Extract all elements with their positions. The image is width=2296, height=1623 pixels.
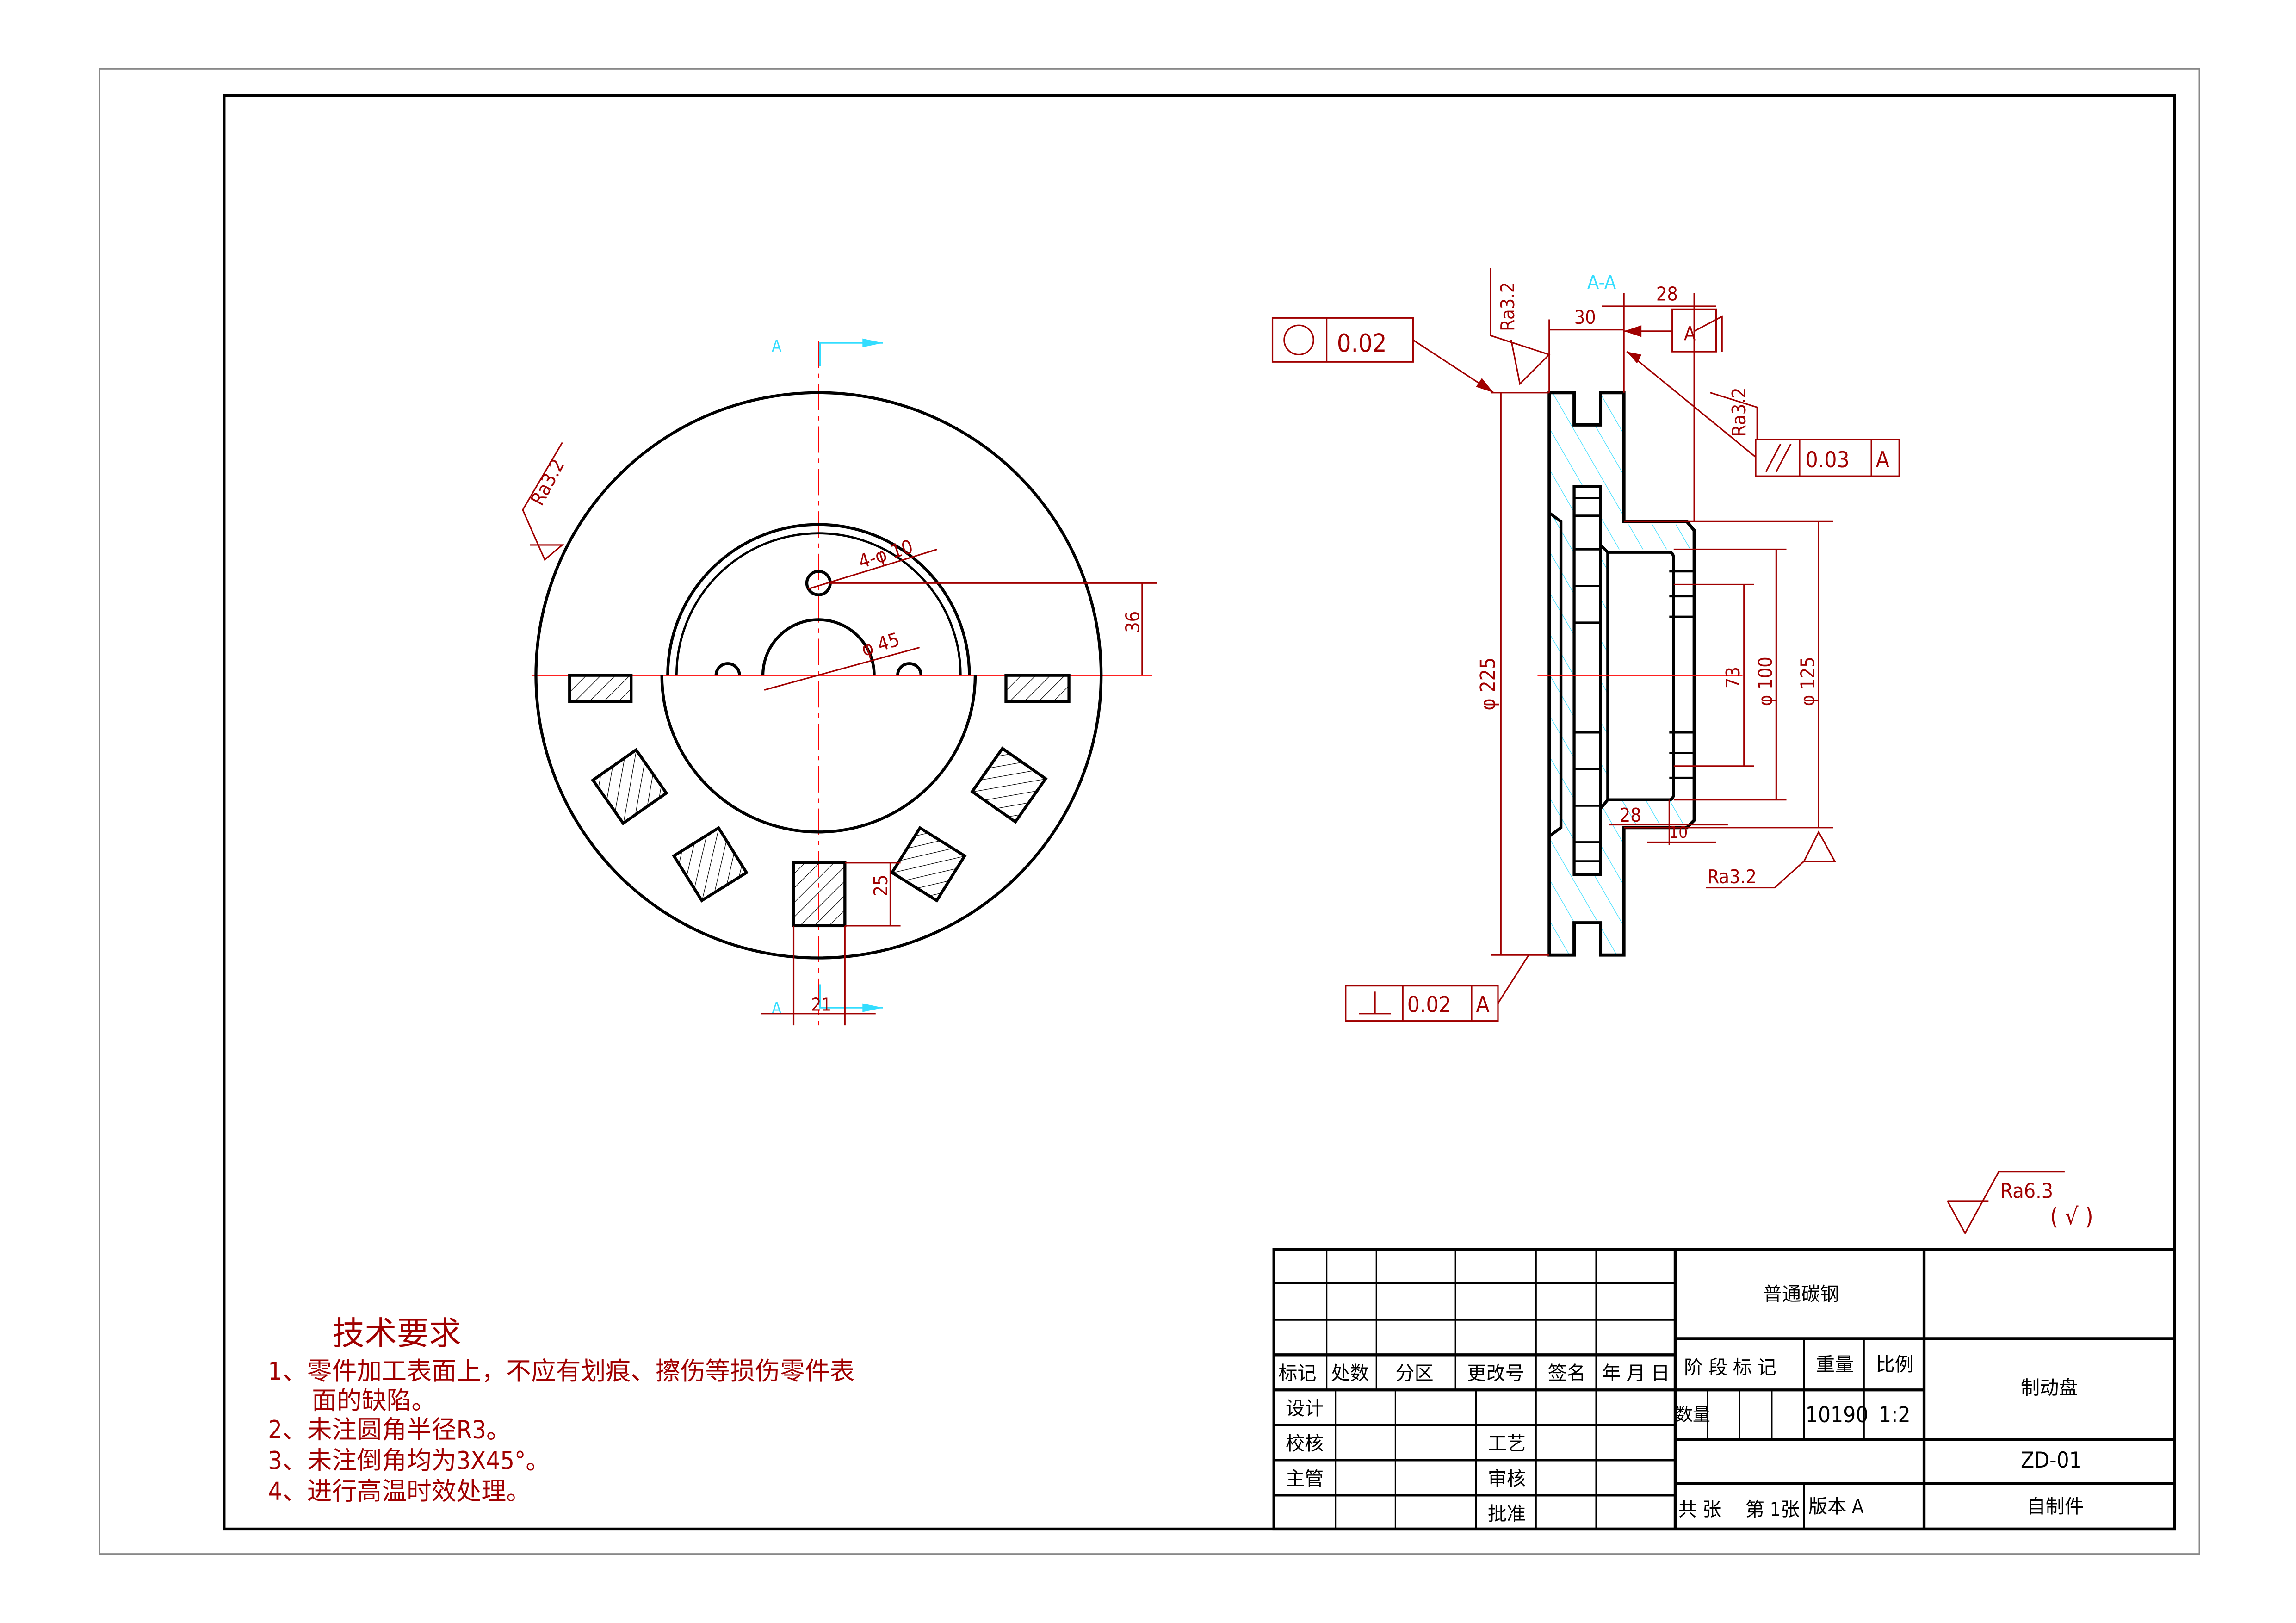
vent-slot [890, 826, 967, 903]
general-roughness-value: Ra6.3 [2000, 1180, 2053, 1203]
parallelism-tolerance: 0.03 A [1626, 351, 1900, 477]
roughness-bottom: Ra3.2 [1708, 866, 1757, 888]
datum-label: A [1684, 322, 1696, 345]
tech-requirements: 技术要求 1、零件加工表面上，不应有划痕、擦伤等损伤零件表 面的缺陷。 2、未注… [268, 1315, 854, 1506]
general-roughness-rest: ( √ ) [2050, 1203, 2093, 1230]
roughness-hub: Ra3.2 [1728, 387, 1750, 436]
dim-center-bore: φ 45 [859, 628, 902, 661]
scale-value: 1:2 [1879, 1402, 1911, 1428]
tech-item-1: 1、零件加工表面上，不应有划痕、擦伤等损伤零件表 [268, 1357, 854, 1386]
perpendicularity-datum: A [1476, 992, 1490, 1018]
dim-d100: φ 100 [1754, 657, 1776, 706]
part-name: 制动盘 [2021, 1377, 2078, 1399]
section-view: A-A φ 225 φ 125 [1271, 268, 1900, 1022]
front-view: A A 36 25 21 4-φ 10 φ 45 Ra3.2 [522, 337, 1157, 1026]
circularity-tolerance: 0.02 [1271, 317, 1494, 394]
dim-width: 30 [1574, 306, 1596, 328]
header-signature: 签名 [1548, 1362, 1586, 1384]
header-date: 年 月 日 [1602, 1362, 1670, 1384]
dim-offset: 36 [1122, 611, 1144, 633]
title-block [1272, 1248, 2176, 1531]
roughness-left: Ra3.2 [1497, 282, 1519, 331]
section-marker-bottom: A [772, 999, 782, 1018]
scale-label: 比例 [1876, 1353, 1914, 1375]
dim-chamfer: 10 [1669, 824, 1688, 842]
vent-slot [970, 746, 1048, 824]
drawing-frame [223, 94, 2176, 1531]
parallelism-value: 0.03 [1806, 447, 1850, 473]
version: 版本 A [1808, 1495, 1864, 1518]
label-process: 工艺 [1488, 1432, 1526, 1455]
dim-slot-width: 21 [811, 994, 831, 1015]
vent-slot [591, 748, 668, 825]
header-mark: 标记 [1278, 1362, 1316, 1384]
tech-item-4: 4、进行高温时效处理。 [268, 1477, 531, 1506]
vent-slot [1004, 674, 1071, 703]
tech-item-2: 2、未注圆角半径R3。 [268, 1415, 511, 1444]
section-marker-top: A [772, 337, 782, 356]
general-roughness: Ra6.3 ( √ ) [1947, 1171, 2093, 1235]
title-block-text: 标记 处数 分区 更改号 签名 年 月 日 设计 校核 主管 工艺 审核 批准 … [1278, 1283, 2084, 1525]
weight-value: 10190 [1806, 1402, 1869, 1428]
role-check: 校核 [1286, 1432, 1324, 1455]
perpendicularity-value: 0.02 [1407, 992, 1451, 1018]
role-supervisor: 主管 [1286, 1468, 1324, 1490]
sheet-number: 第 1张 [1745, 1498, 1800, 1520]
header-count: 处数 [1331, 1362, 1369, 1384]
dim-slot-height: 25 [870, 875, 892, 897]
tech-item-1-cont: 面的缺陷。 [312, 1386, 436, 1415]
circularity-value: 0.02 [1337, 328, 1387, 358]
vent-slot [568, 674, 633, 703]
vent-slot [792, 861, 847, 928]
stage-mark-label: 阶 段 标 记 [1684, 1356, 1776, 1378]
dim-hub-bottom: 28 [1620, 804, 1641, 826]
parallelism-datum: A [1876, 447, 1889, 473]
section-title: A-A [1587, 271, 1616, 293]
material: 普通碳钢 [1763, 1283, 1839, 1305]
dim-hub-top: 28 [1656, 283, 1678, 305]
weight-label: 重量 [1816, 1353, 1854, 1375]
dim-d125: φ 125 [1797, 657, 1819, 706]
dim-d225: φ 225 [1477, 657, 1500, 711]
perpendicularity-tolerance: 0.02 A [1345, 954, 1529, 1022]
sheet-border [99, 68, 2200, 1555]
header-change-no: 更改号 [1467, 1362, 1524, 1384]
quantity-label: 数量 [1675, 1405, 1710, 1425]
tech-title: 技术要求 [332, 1315, 461, 1352]
part-source: 自制件 [2027, 1495, 2084, 1518]
roughness-front: Ra3.2 [526, 455, 569, 509]
role-design: 设计 [1286, 1397, 1324, 1419]
label-review: 审核 [1488, 1468, 1526, 1490]
tech-item-3: 3、未注倒角均为3X45°。 [268, 1446, 551, 1475]
drawing-number: ZD-01 [2021, 1448, 2082, 1473]
label-approve: 批准 [1488, 1503, 1526, 1525]
header-zone: 分区 [1395, 1362, 1433, 1384]
vent-slot [672, 826, 749, 903]
dim-73: 73 [1722, 667, 1744, 688]
sheet-total: 共 张 [1678, 1498, 1721, 1520]
